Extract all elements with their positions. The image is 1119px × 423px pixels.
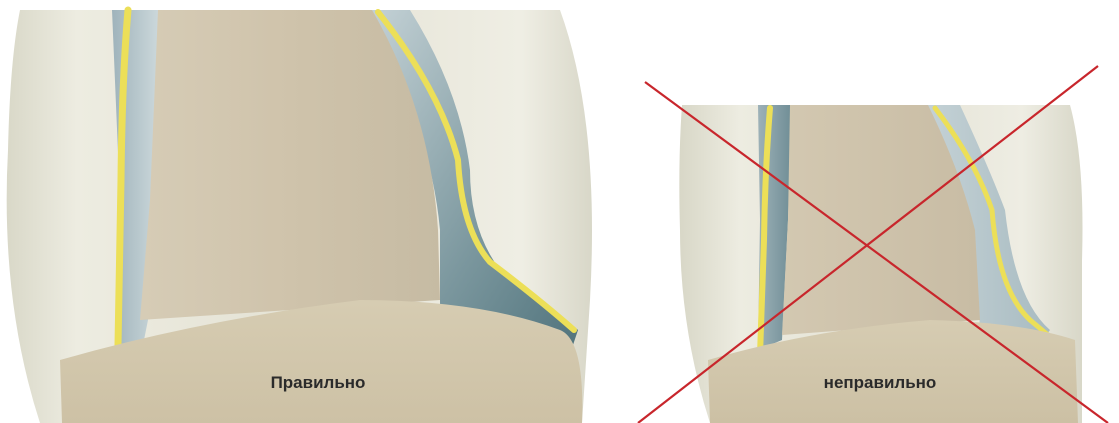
pulp-core [140,10,440,320]
caption-incorrect: неправильно [824,373,937,393]
illustration-incorrect [630,0,1119,423]
tooth-diagram-correct [0,0,600,423]
illustration-correct [0,0,600,423]
caption-correct: Правильно [271,373,366,393]
tooth-diagram-incorrect [630,0,1119,423]
